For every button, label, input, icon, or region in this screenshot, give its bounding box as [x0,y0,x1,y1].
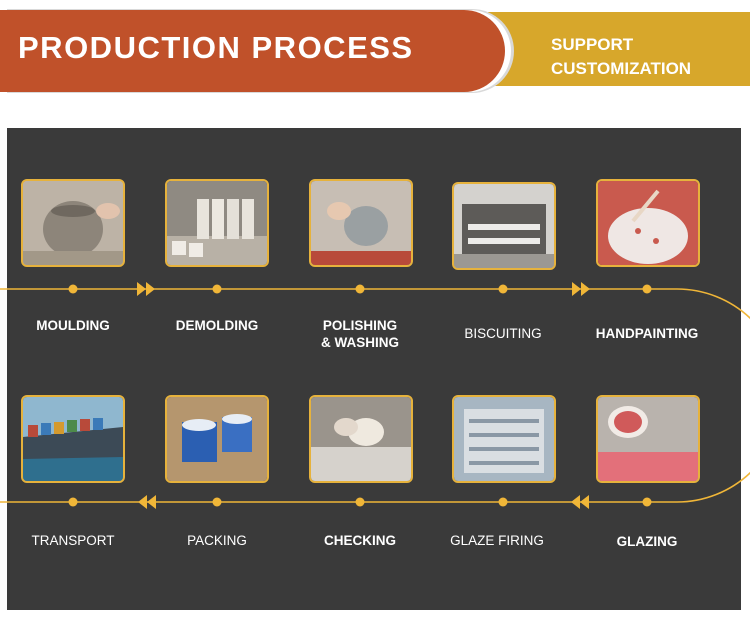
step-label-checking: CHECKING [323,533,396,548]
demolding-photo [165,179,269,267]
step-dot [498,284,508,294]
biscuiting-photo [452,182,556,270]
arrow-left-icon [138,495,156,509]
step-dot [642,497,652,507]
arrow-right-icon [572,282,590,296]
step-dot [68,497,78,507]
step-label-glaze-firing: GLAZE FIRING [450,533,544,548]
step-dot [212,284,222,294]
step-label-biscuiting: BISCUITING [464,326,542,341]
polishing-line1: POLISHING [322,318,398,333]
step-dot [212,497,222,507]
step-dot [355,497,365,507]
glazing-photo [596,395,700,483]
title-banner [0,10,505,92]
step-dot [355,284,365,294]
handpainting-photo [596,179,700,267]
packing-photo [165,395,269,483]
step-dot [68,284,78,294]
page-title: PRODUCTION PROCESS [18,30,414,65]
support-customization-text: SUPPORT CUSTOMIZATION [551,33,691,81]
glaze-firing-photo [452,395,556,483]
arrow-left-icon [571,495,589,509]
step-label-demolding: DEMOLDING [175,318,259,333]
step-dot [498,497,508,507]
polishing-line2: & WASHING [320,335,399,350]
customization-line: CUSTOMIZATION [551,59,692,78]
step-label-packing: PACKING [187,533,247,548]
step-label-glazing: GLAZING [616,534,678,549]
support-line: SUPPORT [551,35,634,54]
step-dot [642,284,652,294]
transport-photo [21,395,125,483]
polishing-photo [309,179,413,267]
step-label-polishing: POLISHING & WASHING [290,317,430,351]
checking-photo [309,395,413,483]
moulding-photo [21,179,125,267]
step-label-moulding: MOULDING [36,318,110,333]
step-label-handpainting: HANDPAINTING [595,326,699,341]
step-label-transport: TRANSPORT [31,533,115,548]
arrow-right-icon [137,282,155,296]
support-banner [488,12,750,86]
